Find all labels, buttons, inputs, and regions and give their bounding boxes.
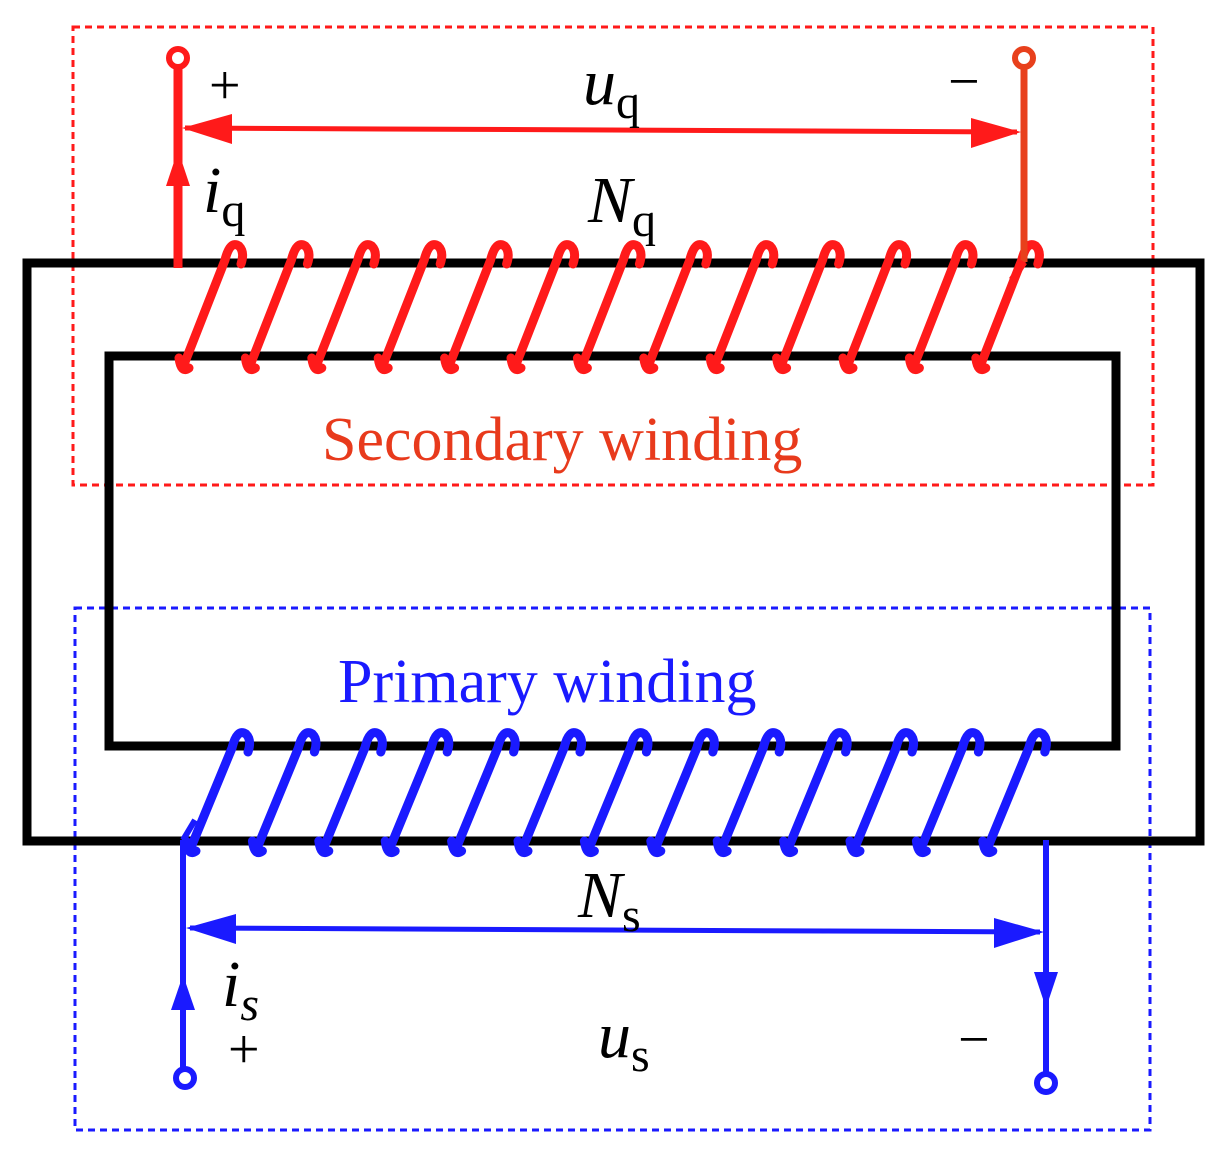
coil-turn	[711, 240, 779, 367]
core-inner	[104, 351, 1121, 751]
arrowhead-icon	[1034, 972, 1058, 1008]
primary-voltage-label: us	[598, 999, 650, 1082]
coil-turn-hook	[513, 836, 533, 858]
coil-turn	[910, 240, 978, 367]
coil-turn	[844, 240, 912, 367]
arrowhead-icon	[186, 914, 236, 944]
coil-turn	[253, 728, 321, 850]
coil-turn	[246, 240, 314, 367]
secondary-minus-sign: −	[948, 51, 980, 113]
coil-turn-hook	[772, 353, 792, 375]
coil-turn-hook	[174, 353, 194, 375]
coil-turn-hook	[904, 353, 924, 375]
coil-turn-hook	[440, 353, 460, 375]
terminal-circle-icon	[1012, 46, 1036, 70]
arrowhead-icon	[171, 975, 195, 1010]
coil-turn	[718, 728, 786, 850]
coil-turn-hook	[971, 353, 991, 375]
secondary-leads	[166, 46, 1036, 282]
coil-turn	[519, 728, 587, 850]
secondary-winding-label: Secondary winding	[322, 406, 802, 474]
coil-turn-hook	[240, 353, 260, 375]
terminal-circle-icon	[173, 1066, 197, 1090]
coil-turn	[984, 728, 1051, 850]
current-symbol: i	[203, 154, 221, 227]
turns-subscript: q	[632, 194, 656, 247]
coil-turn	[512, 240, 580, 367]
terminal-circle-icon	[166, 46, 190, 70]
coil-turn-hook	[247, 836, 267, 858]
coil-turn	[446, 240, 513, 367]
coil-turn	[313, 240, 380, 367]
coil-turn	[578, 240, 646, 367]
primary-current-label: is	[222, 948, 259, 1031]
primary-turns-label: Ns	[577, 859, 641, 942]
coil-turn	[851, 728, 919, 850]
coil-turn-hook	[845, 836, 865, 858]
coil-turn-hook	[712, 836, 732, 858]
coil-turn-hook	[646, 836, 666, 858]
arrowhead-icon	[182, 114, 232, 144]
current-subscript: q	[221, 184, 245, 237]
coil-turn	[379, 240, 447, 367]
turns-symbol: N	[577, 859, 626, 932]
voltage-symbol: u	[583, 46, 616, 119]
coil-turn	[917, 728, 985, 850]
coil-turn-hook	[380, 836, 400, 858]
coil-turn	[645, 240, 712, 367]
primary-winding-label: Primary winding	[338, 648, 756, 716]
coil-turn-hook	[447, 836, 467, 858]
coil-turn-hook	[506, 353, 526, 375]
coil-turn	[585, 728, 653, 850]
terminal-circle-icon	[1034, 1071, 1058, 1095]
current-subscript: s	[240, 978, 259, 1031]
secondary-voltage-label: uq	[583, 46, 640, 129]
coil-turn-hook	[705, 353, 725, 375]
secondary-voltage-line	[184, 125, 1018, 135]
coil-turn-hook	[779, 836, 799, 858]
coil-turn-hook	[838, 353, 858, 375]
turns-symbol: N	[587, 164, 636, 237]
coil-turn-hook	[181, 836, 201, 858]
turns-subscript: s	[622, 889, 641, 942]
primary-plus-sign: +	[228, 1019, 260, 1081]
coil-turn	[180, 240, 248, 367]
coil-turn	[320, 728, 387, 850]
coil-turn-hook	[579, 836, 599, 858]
coil-turn-hook	[572, 353, 592, 375]
voltage-subscript: q	[616, 76, 640, 129]
voltage-subscript: s	[631, 1029, 650, 1082]
coil-turn-hook	[911, 836, 931, 858]
coil-turn-hook	[639, 353, 659, 375]
coil-turn	[778, 240, 845, 367]
core-outer	[22, 258, 1205, 846]
primary-voltage-line	[189, 925, 1041, 935]
coil-turn-hook	[978, 836, 998, 858]
secondary-plus-sign: +	[209, 55, 241, 117]
primary-left-lead-top	[180, 818, 198, 842]
secondary-current-label: iq	[203, 154, 245, 237]
coil-turn	[785, 728, 852, 850]
coil-turn-hook	[307, 353, 327, 375]
secondary-right-lead-tail	[1009, 260, 1027, 282]
primary-minus-sign: −	[958, 1009, 990, 1071]
coil-turn	[187, 728, 255, 850]
primary-group-box	[73, 606, 1152, 1132]
current-symbol: i	[222, 948, 240, 1021]
arrowhead-icon	[971, 118, 1021, 148]
coil-turn	[652, 728, 719, 850]
arrowhead-icon	[166, 150, 190, 186]
coil-turn-hook	[373, 353, 393, 375]
secondary-turns-label: Nq	[587, 164, 656, 247]
voltage-symbol: u	[598, 999, 631, 1072]
coil-turn-hook	[314, 836, 334, 858]
arrowhead-icon	[994, 918, 1044, 948]
coil-turn	[453, 728, 520, 850]
coil-turn	[386, 728, 454, 850]
primary-leads	[171, 818, 1058, 1095]
secondary-group-box	[71, 25, 1155, 487]
primary-coil	[181, 728, 1051, 858]
